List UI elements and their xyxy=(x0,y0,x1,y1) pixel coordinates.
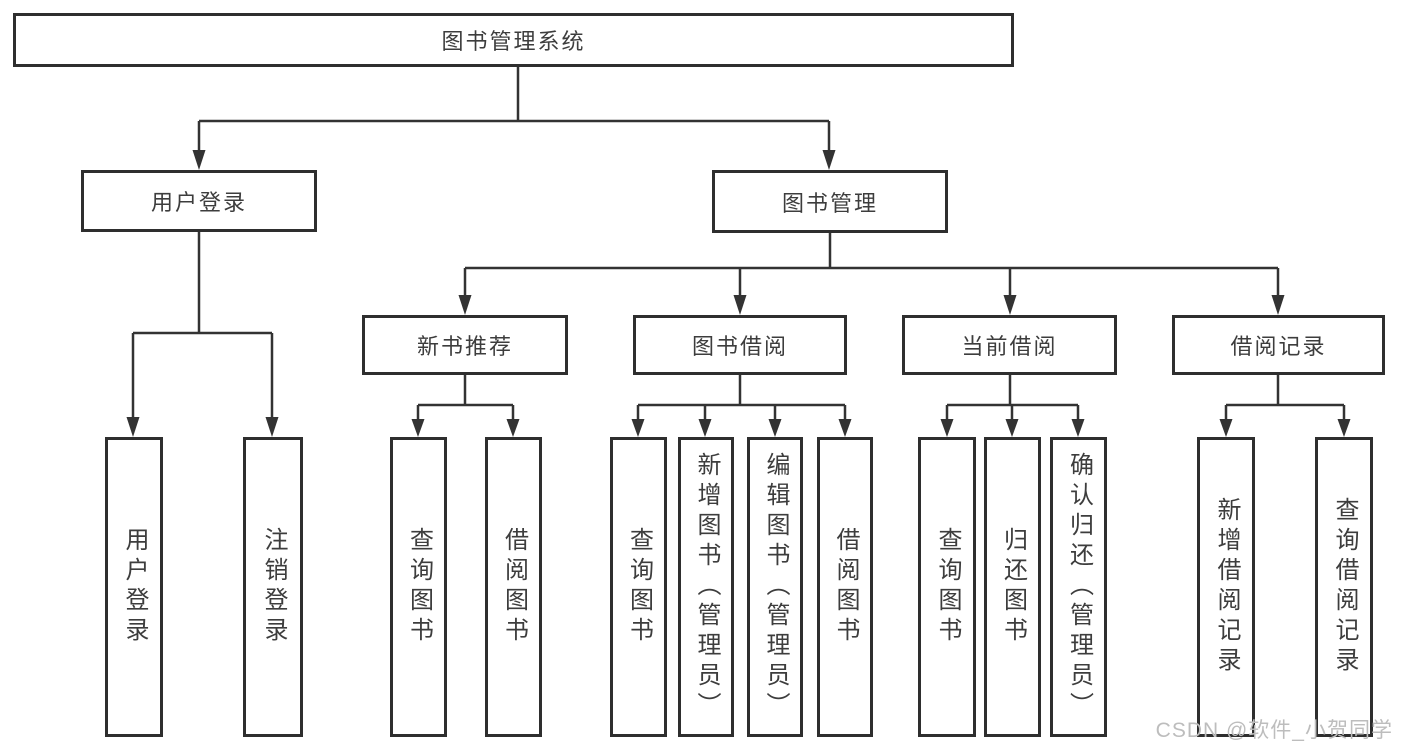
node-label: 查询借阅记录 xyxy=(1331,497,1358,677)
leaf-user-login: 用户登录 xyxy=(105,437,163,737)
node-label: 注销登录 xyxy=(260,527,287,647)
leaf-borrow-books: 借阅图书 xyxy=(485,437,542,737)
leaf-borrow-books: 借阅图书 xyxy=(817,437,873,737)
arrowheads-leaves xyxy=(411,419,1351,437)
leaf-add-borrow-record: 新增借阅记录 xyxy=(1197,437,1255,737)
node-book-borrowing: 图书借阅 xyxy=(633,315,847,375)
node-label: 图书管理 xyxy=(781,190,878,216)
node-label: 查询图书 xyxy=(934,527,961,647)
node-label: 图书借阅 xyxy=(691,334,788,359)
node-label: 查询图书 xyxy=(625,527,653,647)
node-label: 新增图书（管理员） xyxy=(693,452,720,722)
arrowheads-level2 xyxy=(192,150,836,170)
leaf-query-borrow-record: 查询借阅记录 xyxy=(1315,437,1373,737)
node-label: 用户登录 xyxy=(121,527,148,647)
node-label: 确认归还（管理员） xyxy=(1065,452,1093,722)
node-label: 新增借阅记录 xyxy=(1213,497,1240,677)
connector-book-branch xyxy=(463,233,1280,297)
arrowheads-user-leaves xyxy=(126,417,279,437)
node-label: 借阅图书 xyxy=(832,527,859,647)
leaf-confirm-return-admin: 确认归还（管理员） xyxy=(1050,437,1107,737)
node-label: 用户登录 xyxy=(150,190,247,215)
node-label: 查询图书 xyxy=(405,527,433,647)
leaf-logout: 注销登录 xyxy=(243,437,303,737)
node-new-book-recommendation: 新书推荐 xyxy=(362,315,568,375)
csdn-watermark: CSDN @软件_小贺同学 xyxy=(1155,719,1393,742)
node-label: 当前借阅 xyxy=(961,334,1058,359)
arrowheads-groups xyxy=(458,295,1285,315)
node-book-management-branch: 图书管理 xyxy=(712,170,948,233)
node-library-management-system: 图书管理系统 xyxy=(13,13,1014,67)
leaf-edit-books-admin: 编辑图书（管理员） xyxy=(747,437,803,737)
connector-group-leaves xyxy=(416,375,1346,421)
node-label: 编辑图书（管理员） xyxy=(762,452,789,722)
connector-user-branch xyxy=(131,232,274,419)
leaf-query-books: 查询图书 xyxy=(390,437,447,737)
node-label: 借阅图书 xyxy=(500,527,528,647)
connector-root-to-level2 xyxy=(197,67,831,152)
leaf-query-books: 查询图书 xyxy=(610,437,667,737)
node-current-borrowing: 当前借阅 xyxy=(902,315,1117,375)
leaf-return-books: 归还图书 xyxy=(984,437,1041,737)
node-borrowing-records: 借阅记录 xyxy=(1172,315,1385,375)
leaf-query-books: 查询图书 xyxy=(918,437,976,737)
node-label: 归还图书 xyxy=(999,527,1027,647)
node-user-login-branch: 用户登录 xyxy=(81,170,317,232)
node-label: 新书推荐 xyxy=(416,334,513,359)
leaf-add-books-admin: 新增图书（管理员） xyxy=(678,437,734,737)
node-label: 图书管理系统 xyxy=(441,29,586,54)
node-label: 借阅记录 xyxy=(1230,334,1327,359)
